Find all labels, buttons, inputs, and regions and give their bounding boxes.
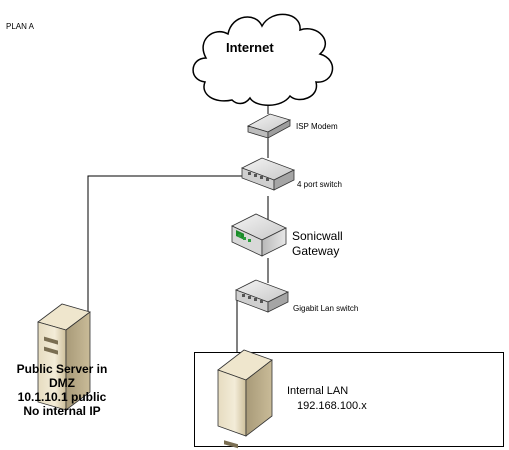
internet-label: Internet [226, 40, 274, 55]
cloud-icon [192, 13, 334, 106]
gateway-label-line2: Gateway [292, 244, 340, 258]
line-switch-dmz-server [87, 175, 244, 312]
switch-icon [235, 279, 289, 313]
connection-lines [87, 100, 269, 352]
server-icon [217, 349, 273, 449]
four-port-switch-label: 4 port switch [297, 180, 342, 189]
public-server-label-line2: DMZ [49, 376, 75, 390]
firewall-icon [231, 213, 287, 257]
plan-label: PLAN A [6, 22, 35, 31]
public-server-label-line3: 10.1.10.1 public [17, 390, 107, 404]
internal-lan-label-line2: 192.168.100.x [297, 400, 367, 412]
gateway-label-line1: Sonicwall [292, 229, 343, 243]
isp-modem-label: ISP Modem [296, 122, 338, 131]
modem-icon [246, 113, 292, 139]
public-server-label-line1: Public Server in [16, 362, 108, 376]
lan-switch-label: Gigabit Lan switch [293, 304, 359, 313]
internal-lan-label-line1: Internal LAN [287, 385, 349, 397]
public-server-label-line4: No internal IP [23, 404, 101, 418]
server-icon [37, 303, 91, 411]
switch-icon [241, 157, 295, 191]
